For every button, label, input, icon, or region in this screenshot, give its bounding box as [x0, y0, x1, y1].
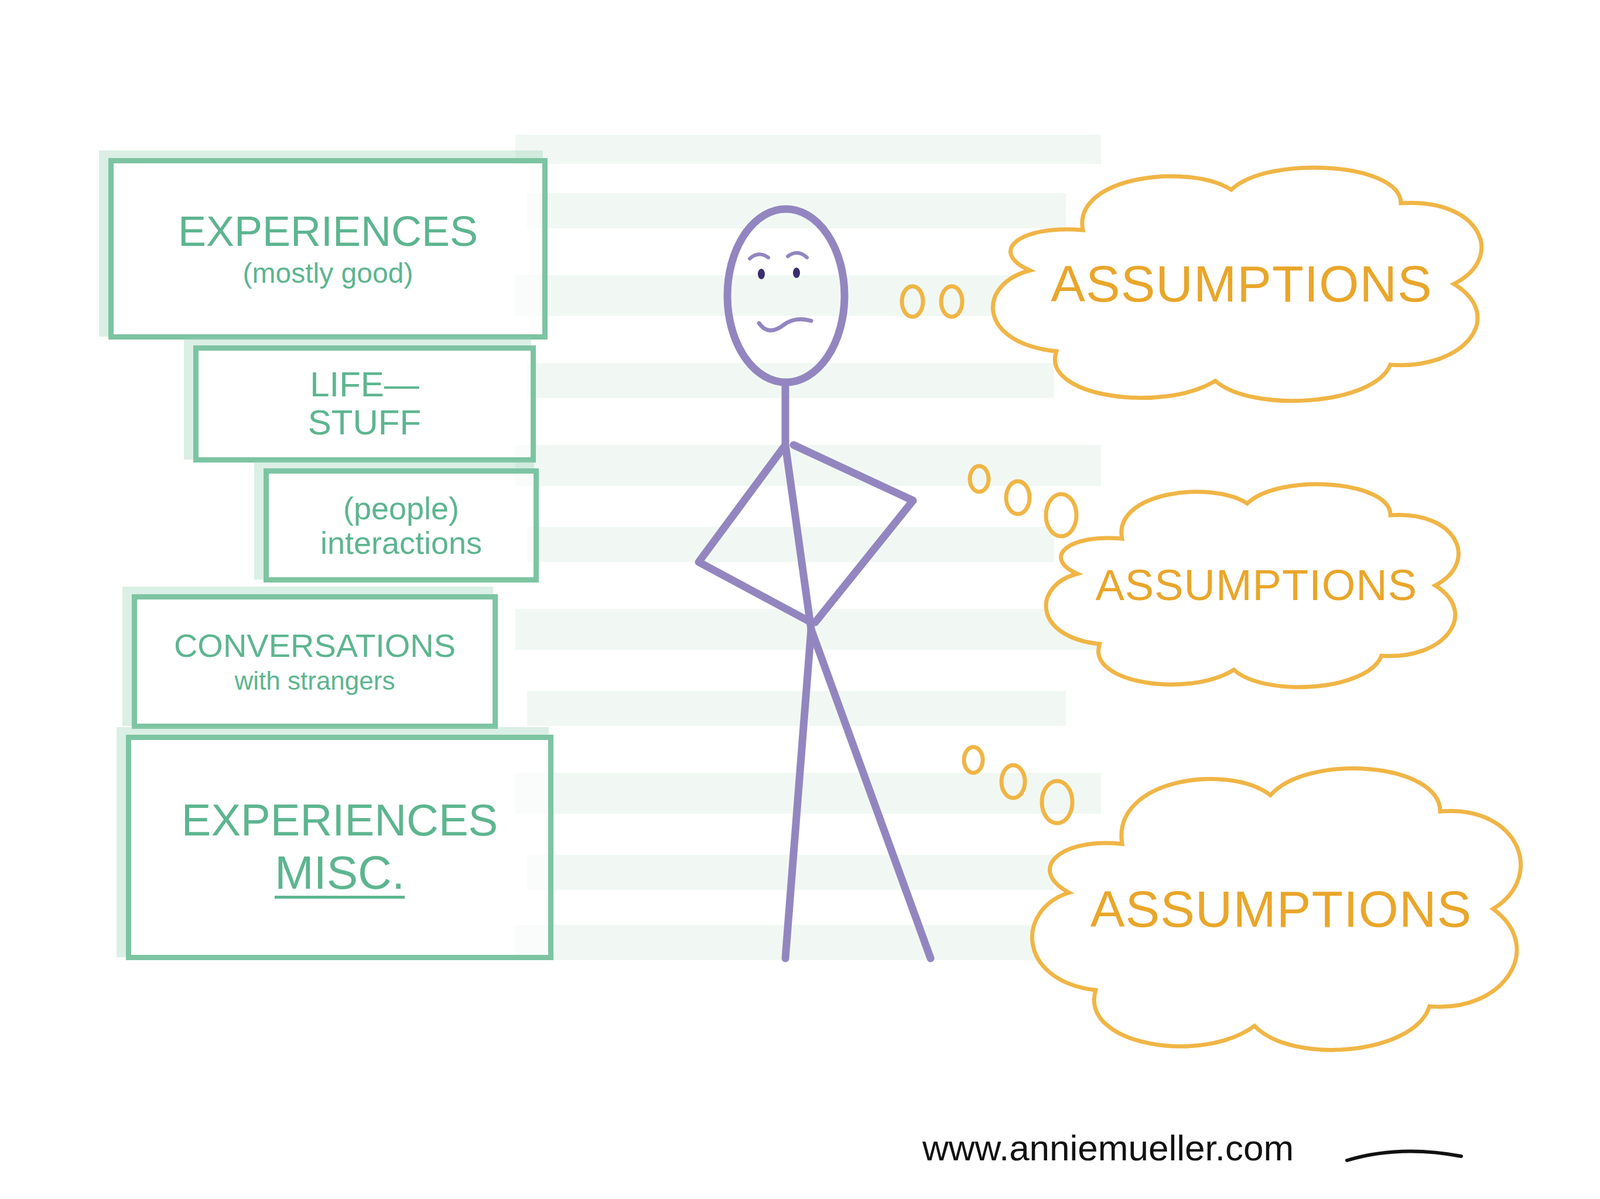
cloud-shape [1045, 484, 1459, 687]
figure-body [785, 382, 812, 630]
thought-cloud: ASSUMPTIONS [976, 149, 1507, 419]
stacked-box: CONVERSATIONS with strangers [131, 594, 498, 730]
box-heading: LIFE— STUFF [308, 366, 422, 443]
figure-eye [757, 268, 765, 280]
cloud-shape [1031, 768, 1521, 1051]
cloud-shape [992, 167, 1482, 401]
node-content: ASSUMPTIONS [1090, 881, 1473, 938]
node-content: ASSUMPTIONS [1050, 255, 1433, 312]
stacked-box: EXPERIENCES(mostly good) [108, 158, 548, 340]
cloud-text: ASSUMPTIONS [1095, 562, 1418, 610]
node-content: EXPERIENCES(mostly good) [178, 209, 478, 289]
watermark: www.anniemueller.com [922, 1127, 1294, 1169]
stick-figure [698, 209, 931, 959]
box-heading: EXPERIENCES [178, 209, 478, 255]
figure-smile [759, 319, 812, 331]
node-content: (people) interactions [320, 491, 482, 560]
node-content: LIFE— STUFF [308, 366, 422, 443]
thought-dot [941, 286, 963, 317]
thought-cloud: ASSUMPTIONS [1016, 746, 1547, 1072]
signature-swoosh [1346, 1151, 1462, 1161]
wash-stroke [527, 527, 1055, 563]
thought-dot [1041, 781, 1073, 824]
wash-stroke [527, 691, 1066, 727]
node-content: CONVERSATIONS with strangers [173, 628, 456, 696]
box-subtext: with strangers [234, 667, 396, 696]
figure-arm [793, 445, 914, 623]
box-heading: EXPERIENCES [181, 796, 499, 845]
figure-eyebrow [749, 254, 769, 259]
box-subtext: (mostly good) [243, 258, 414, 289]
stacked-box: (people) interactions [263, 468, 539, 583]
figure-eye [792, 267, 800, 279]
thought-dot [901, 286, 923, 317]
box-subtext: MISC. [274, 848, 405, 899]
node-content: ASSUMPTIONS [1095, 562, 1418, 610]
thought-dot [1045, 494, 1077, 537]
thought-dot [1006, 481, 1030, 515]
wash-stroke [515, 134, 1102, 164]
figure-head [727, 209, 845, 383]
wash-stroke [515, 925, 1078, 961]
box-heading: (people) interactions [320, 491, 482, 560]
figure-leg [811, 629, 931, 959]
thought-bubbles [901, 286, 1077, 824]
figure-arm [698, 445, 812, 623]
thought-dot [969, 466, 989, 492]
wash-stroke [515, 773, 1102, 815]
stacked-box: EXPERIENCESMISC. [125, 734, 554, 961]
node-content: EXPERIENCESMISC. [181, 796, 499, 899]
stacked-box: LIFE— STUFF [193, 345, 536, 463]
thought-dot [963, 747, 983, 774]
figure-eyebrow [787, 253, 808, 258]
thought-cloud: ASSUMPTIONS [1032, 468, 1480, 703]
thought-dot [1001, 765, 1025, 799]
cloud-text: ASSUMPTIONS [1090, 881, 1473, 938]
box-heading: CONVERSATIONS [173, 628, 456, 664]
figure-leg [785, 629, 812, 959]
cloud-text: ASSUMPTIONS [1050, 255, 1433, 312]
